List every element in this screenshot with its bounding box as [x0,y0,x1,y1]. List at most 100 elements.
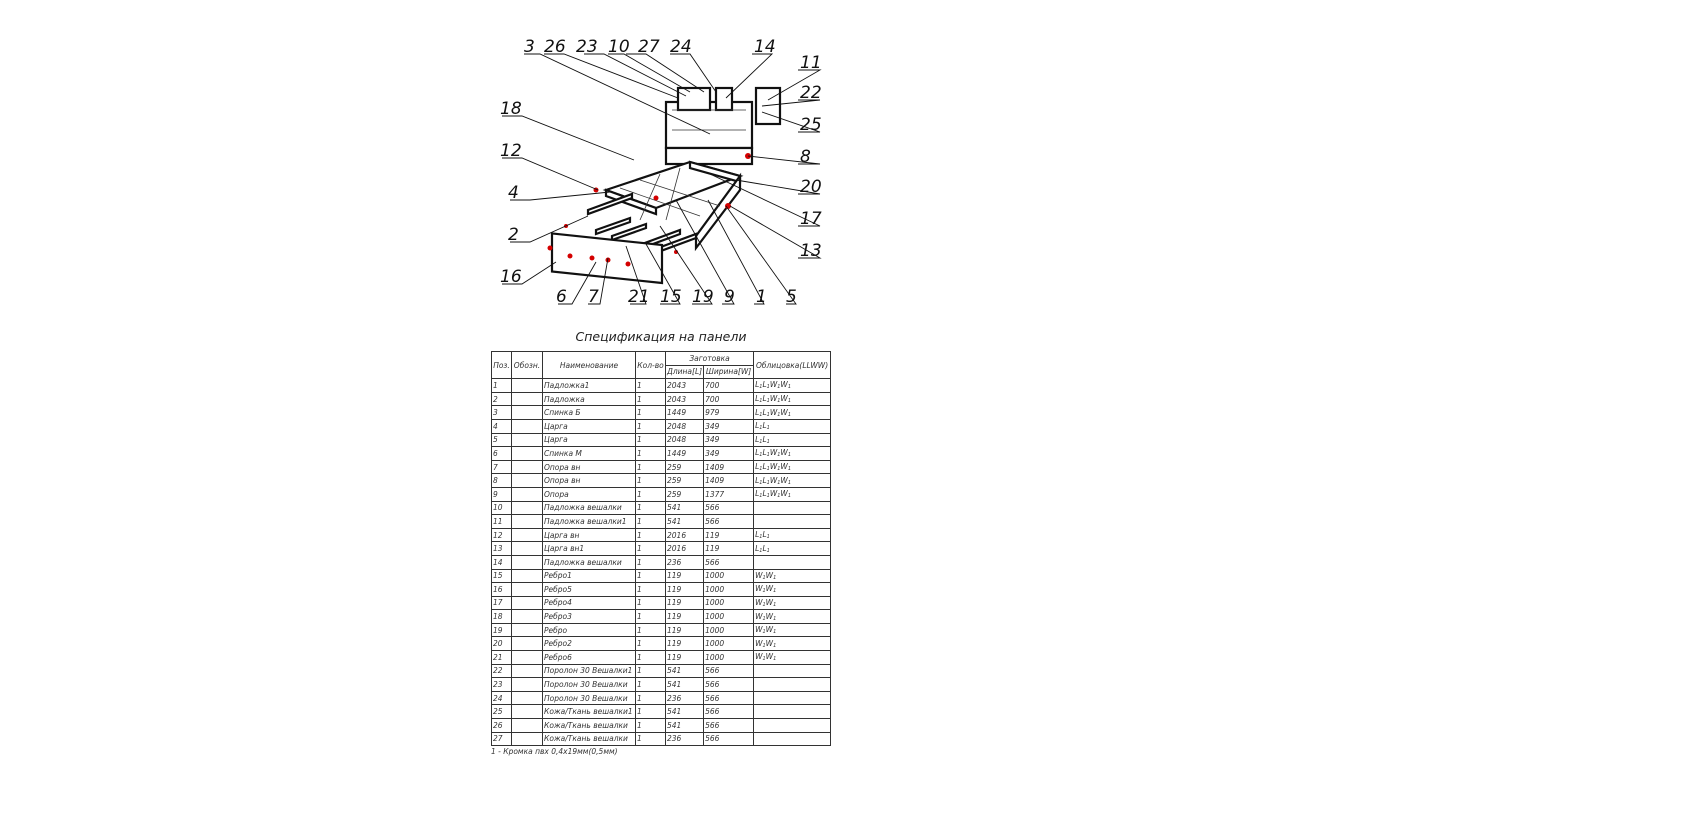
callout-22: 22 [800,83,822,103]
cell-designation [511,446,543,461]
cell-name: Царга [542,432,636,448]
cell-designation [511,554,543,570]
callout-11: 11 [800,53,822,73]
cell-qty: 1 [635,391,666,407]
cell-length: 119 [664,636,705,652]
cell-designation [511,718,543,733]
cell-edging: L1L1 [753,541,832,556]
cell-name: Поролон 30 Вешалки [542,690,636,706]
cell-qty: 1 [635,622,666,638]
headboard-part [664,86,782,166]
cell-length: 541 [664,514,705,529]
cell-pos: 9 [491,486,512,502]
cell-pos: 18 [491,609,512,624]
cell-pos: 23 [491,677,512,692]
cell-qty: 1 [635,582,666,597]
cell-name: Опора вн [542,473,636,488]
callout-4: 4 [508,183,519,203]
cell-pos: 27 [491,731,512,747]
header-pos: Поз. [491,350,512,380]
cell-length: 2016 [664,541,705,556]
cell-length: 2043 [664,391,705,407]
cell-name: Кожа/Ткань вешалки1 [542,704,636,720]
cell-width: 1000 [703,650,755,665]
cell-edging: L1L1 [753,527,832,543]
callout-2: 2 [508,225,519,245]
cell-name: Поролон 30 Вешалки [542,677,636,692]
cell-width: 1000 [703,582,755,597]
cell-qty: 1 [635,677,666,692]
header-width: Ширина[W] [703,364,755,380]
cell-pos: 4 [491,418,512,434]
callout-12: 12 [500,141,522,161]
cell-designation [511,500,543,516]
callout-25: 25 [800,115,822,135]
cell-edging: L1L1W1W1 [753,459,832,475]
cell-length: 259 [664,459,705,475]
leader-lines [502,53,822,305]
cell-designation [511,731,543,747]
cell-length: 236 [664,554,705,570]
spec-header-row: Поз. Обозн. Наименование Кол-во Заготовк… [491,350,832,380]
callout-14: 14 [754,37,776,57]
cell-name: Падложка вешалки [542,500,636,516]
cell-width: 566 [703,663,755,679]
cell-edging: W1W1 [753,568,832,584]
cell-edging: L1L1 [753,418,832,434]
cell-pos: 20 [491,636,512,652]
cell-name: Ребро [542,622,636,638]
footnote: 1 - Кромка пвх 0,4х19мм(0,5мм) [491,747,618,756]
cell-length: 119 [664,609,705,624]
cell-length: 541 [664,677,705,692]
cell-edging [753,690,832,706]
cell-width: 1000 [703,568,755,584]
cell-designation [511,622,543,638]
cell-pos: 1 [491,378,512,393]
header-name: Наименование [542,350,636,380]
cell-designation [511,541,543,556]
callout-numbers: 3 26 23 10 27 24 14 11 22 25 18 8 12 20 … [500,37,822,307]
callout-20: 20 [800,177,822,197]
cell-pos: 16 [491,582,512,597]
cell-pos: 6 [491,446,512,461]
cell-designation [511,432,543,448]
cell-pos: 10 [491,500,512,516]
cell-length: 2048 [664,432,705,448]
cell-name: Поролон 30 Вешалки1 [542,663,636,679]
cell-designation [511,663,543,679]
cell-length: 541 [664,663,705,679]
cell-designation [511,690,543,706]
cell-width: 566 [703,731,755,747]
cell-name: Царга вн1 [542,541,636,556]
cell-edging: L1L1W1W1 [753,446,832,461]
header-edging: Облицовка(LLWW) [753,350,832,380]
cell-length: 2016 [664,527,705,543]
cell-pos: 12 [491,527,512,543]
header-length: Длина[L] [664,364,705,380]
cell-designation [511,514,543,529]
cell-width: 1000 [703,622,755,638]
cell-designation [511,527,543,543]
cell-pos: 13 [491,541,512,556]
cell-length: 1449 [664,405,705,420]
cell-length: 259 [664,473,705,488]
cell-edging: L1L1W1W1 [753,473,832,488]
cell-qty: 1 [635,554,666,570]
header-blank: Заготовка [664,351,755,366]
cell-qty: 1 [635,446,666,461]
cell-edging: L1L1W1W1 [753,378,832,393]
cell-width: 1000 [703,609,755,624]
cell-edging [753,514,832,529]
cell-length: 259 [664,486,705,502]
